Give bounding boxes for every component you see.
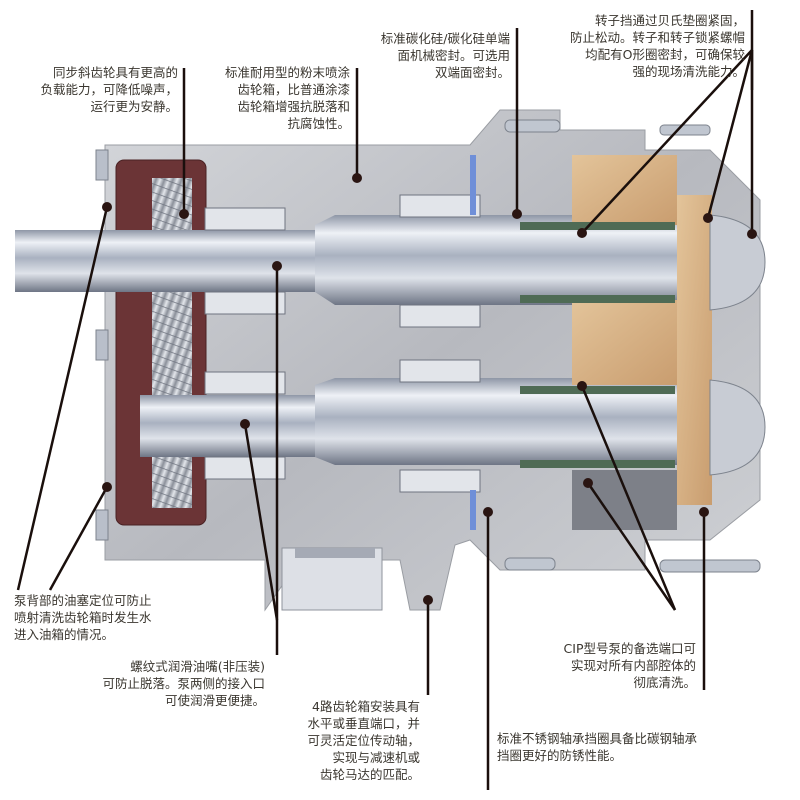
- annotation-helical-gears: 同步斜齿轮具有更高的 负载能力，可降低噪声， 运行更为安静。: [40, 65, 178, 114]
- annotation-oil-plug: 泵背部的油塞定位可防止 喷射清洗齿轮箱时发生水 进入油箱的情况。: [14, 593, 152, 642]
- lower-shaft: [140, 378, 740, 465]
- seal-sleeves: [520, 222, 675, 468]
- bearing-retainers: [470, 155, 476, 530]
- annotation-bearing-retainer: 标准不锈钢轴承挡圈具备比碳钢轴承 挡圈更好的防锈性能。: [497, 731, 698, 763]
- annotation-powder-coated-gearbox: 标准耐用型的粉末喷涂 齿轮箱，比普通涂漆 齿轮箱增强抗脱落和 抗腐蚀性。: [224, 65, 350, 131]
- dowel-pins: [504, 119, 761, 573]
- annotation-gearbox-mounting: 4路齿轮箱安装具有 水平或垂直端口，并 可灵活定位传动轴， 实现与减速机或 齿轮…: [307, 699, 420, 782]
- annotation-rotor-retainer: 转子挡通过贝氏垫圈紧固， 防止松动。转子和转子锁紧螺帽 均配有O形圈密封，可确保…: [569, 13, 745, 79]
- upper-shaft: [15, 215, 740, 305]
- leader-dots: [102, 173, 757, 605]
- gear-housing: [115, 159, 207, 526]
- leader-lines: [16, 10, 754, 790]
- bearings: [204, 194, 481, 493]
- rotor-housing: [572, 155, 712, 530]
- bolts-left: [95, 149, 109, 541]
- annotation-mechanical-seal: 标准碳化硅/碳化硅单端 面机械密封。可选用 双端面密封。: [380, 31, 510, 80]
- annotation-cip-ports: CIP型号泵的备选端口可 实现对所有内部腔体的 彻底清洗。: [563, 641, 696, 690]
- annotation-grease-fitting: 螺纹式润滑油嘴(非压装) 可防止脱落。泵两侧的接入口 可使润滑更便捷。: [102, 659, 265, 708]
- oil-plug-base: [281, 547, 383, 611]
